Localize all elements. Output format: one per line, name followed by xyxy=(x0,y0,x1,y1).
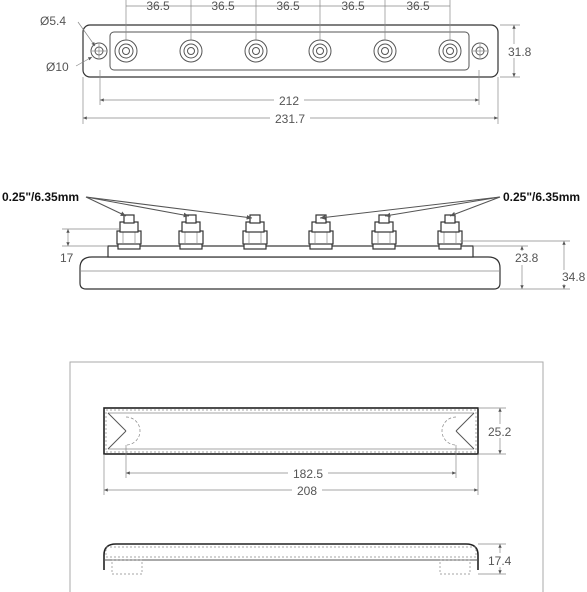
cover-top-outline xyxy=(103,407,479,455)
cover-height-label: 17.4 xyxy=(488,554,512,568)
front-view: 0.25"/6.35mm 0.25"/6.35mm 17 23.8 34.8 xyxy=(2,190,586,290)
mounting-hole-left xyxy=(90,42,108,60)
cover-width-label: 25.2 xyxy=(488,425,512,439)
front-stud-4 xyxy=(308,214,334,250)
busbar-body-outline xyxy=(82,24,499,78)
front-stud-5 xyxy=(371,214,397,250)
height-label: 31.8 xyxy=(508,45,532,59)
front-stud-3 xyxy=(242,214,268,250)
mounting-hole-right xyxy=(471,42,489,60)
cover-hole-spacing-label: 182.5 xyxy=(293,467,323,481)
cover-length-label: 208 xyxy=(297,484,317,498)
busbar-inner-outline xyxy=(109,31,470,71)
cover-frame xyxy=(69,361,544,592)
front-stud-2 xyxy=(178,214,204,250)
busbar-base xyxy=(79,256,501,290)
boss-diameter-label: Ø10 xyxy=(46,60,69,74)
top-view: 36.5 36.5 36.5 36.5 36.5 Ø5.4 Ø10 31.8 2… xyxy=(40,0,532,126)
stud-size-callout-left: 0.25"/6.35mm xyxy=(2,190,79,204)
pitch-label-2: 36.5 xyxy=(211,0,235,13)
cover-end-right xyxy=(441,412,475,450)
pitch-label-1: 36.5 xyxy=(146,0,170,13)
cover-view: 25.2 182.5 208 17.4 xyxy=(69,361,544,592)
base-height-label: 23.8 xyxy=(515,251,539,265)
front-stud-1 xyxy=(116,214,142,250)
pitch-dimension: 36.5 36.5 36.5 36.5 36.5 xyxy=(125,0,451,40)
pitch-label-4: 36.5 xyxy=(341,0,365,13)
cover-end-left xyxy=(107,412,141,450)
front-stud-6 xyxy=(437,214,463,250)
hole-diameter-label: Ø5.4 xyxy=(40,14,66,28)
pitch-label-5: 36.5 xyxy=(406,0,430,13)
stud-height-label: 17 xyxy=(60,251,74,265)
inner-length-label: 212 xyxy=(279,94,299,108)
overall-length-label: 231.7 xyxy=(275,112,305,126)
cover-foot-left xyxy=(111,559,143,575)
cover-side-outline xyxy=(103,543,479,570)
stud-size-callout-right: 0.25"/6.35mm xyxy=(503,190,580,204)
busbar-top-strip xyxy=(107,245,474,258)
total-height-label: 34.8 xyxy=(562,270,586,284)
cover-foot-right xyxy=(439,559,471,575)
pitch-label-3: 36.5 xyxy=(276,0,300,13)
